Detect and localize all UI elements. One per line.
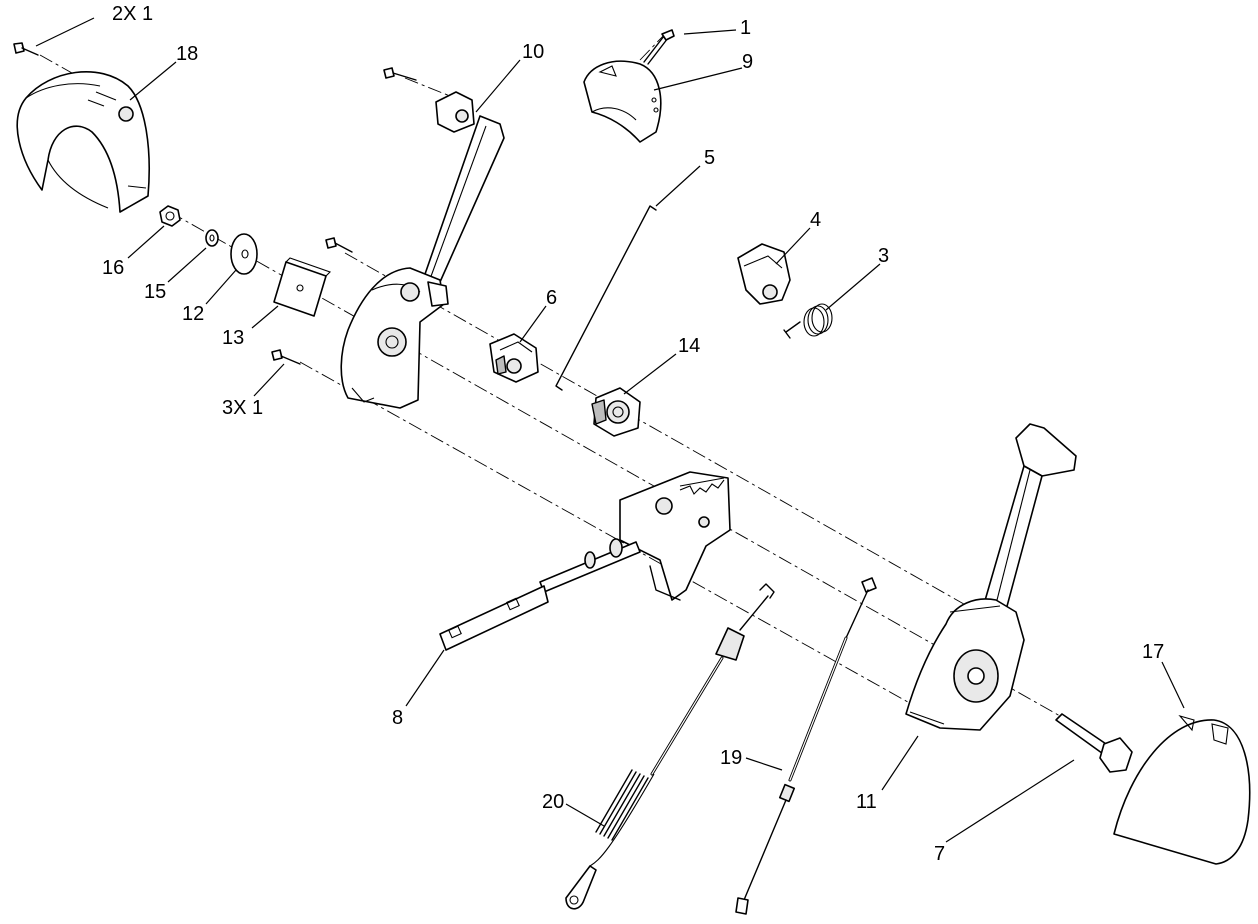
- rod-handle-part-8: [439, 538, 641, 651]
- callout-18: 18: [176, 43, 198, 65]
- screw-near-part-10: [383, 67, 417, 81]
- callout-1: 1: [740, 17, 751, 39]
- callout-19: 19: [720, 747, 742, 769]
- bushing-part-14: [591, 387, 641, 437]
- callout-7: 7: [934, 843, 945, 865]
- callout-11: 11: [856, 791, 877, 813]
- lever-part-10: [340, 91, 505, 409]
- callout-3x1: 3X 1: [222, 397, 263, 419]
- callout-16: 16: [102, 257, 124, 279]
- spring-part-3: [783, 303, 833, 339]
- callout-13: 13: [222, 327, 244, 349]
- rod-part-5: [555, 205, 657, 391]
- gear-bracket: [619, 471, 731, 601]
- callout-6: 6: [546, 287, 557, 309]
- plate-part-13: [273, 257, 332, 317]
- callout-2x1: 2X 1: [112, 3, 153, 25]
- washer-part-15: [205, 229, 219, 247]
- callout-12: 12: [182, 303, 204, 325]
- cable-part-20: [565, 583, 775, 910]
- callout-9: 9: [742, 51, 753, 73]
- cover-part-18: [16, 70, 150, 213]
- lever-part-11: [905, 423, 1077, 731]
- screw-part-1-top: [643, 29, 675, 65]
- callout-8: 8: [392, 707, 403, 729]
- callout-14: 14: [678, 335, 700, 357]
- cable-part-19: [735, 577, 877, 915]
- callout-15: 15: [144, 281, 166, 303]
- callout-20: 20: [542, 791, 564, 813]
- screw-part-1-2x: [13, 42, 39, 56]
- washer-part-12: [230, 233, 258, 275]
- bolt-part-7: [1055, 713, 1133, 773]
- callout-3: 3: [878, 245, 889, 267]
- leader-lines: [35, 17, 1185, 843]
- callout-5: 5: [704, 147, 715, 169]
- latch-part-4: [737, 243, 791, 305]
- nut-part-16: [159, 205, 181, 227]
- cap-part-9: [583, 60, 662, 143]
- assembly-centerlines: [39, 33, 1061, 721]
- callout-4: 4: [810, 209, 821, 231]
- screw-near-part-13: [325, 237, 353, 253]
- screw-part-1-3x: [271, 349, 301, 365]
- cover-part-17: [1113, 714, 1251, 865]
- callout-17: 17: [1142, 641, 1164, 663]
- bushing-part-6: [489, 333, 539, 383]
- callout-labels: 2X 1 18 10 1 9 5 4 3 16 15 12 13 6 14 3X…: [102, 3, 1164, 865]
- callout-10: 10: [522, 41, 544, 63]
